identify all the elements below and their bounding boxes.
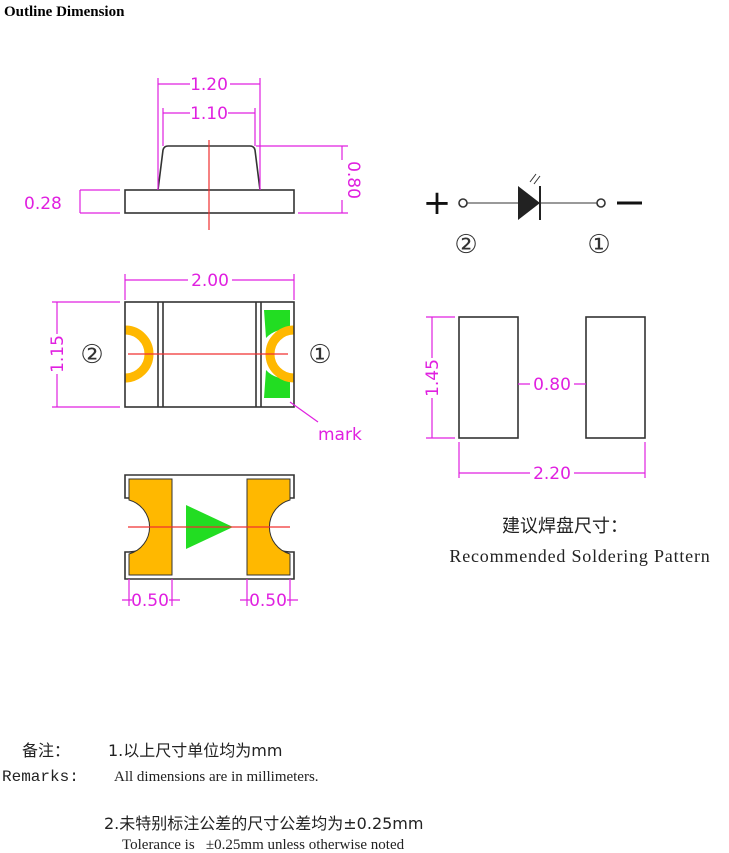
note-2-cn: 2.未特别标注公差的尺寸公差均为±0.25mm <box>104 814 423 833</box>
pin-1-label: ① <box>308 340 331 370</box>
diode-icon <box>518 186 540 220</box>
dim-2-20: 2.20 <box>533 464 571 484</box>
note-1-en: All dimensions are in millimeters. <box>114 769 319 785</box>
top-view: 2.00 1.15 ② ① mark <box>48 270 362 445</box>
soldering-pattern: 1.45 0.80 2.20 建议焊盘尺寸： Recommended Solde… <box>423 316 710 566</box>
note-2-en: Tolerance is ±0.25mm unless otherwise no… <box>122 837 405 853</box>
remarks: 备注： 1.以上尺寸单位均为mm Remarks: All dimensions… <box>2 741 423 853</box>
note-1-cn: 1.以上尺寸单位均为mm <box>108 741 282 760</box>
pattern-title-cn: 建议焊盘尺寸： <box>502 516 628 537</box>
symbol-pin-2: ② <box>454 230 477 260</box>
svg-text:−: − <box>642 189 643 191</box>
dim-1-20: 1.20 <box>190 75 228 95</box>
dim-0-80-gap: 0.80 <box>533 375 571 395</box>
page-title: Outline Dimension <box>4 4 125 20</box>
remarks-label-en: Remarks: <box>2 768 79 786</box>
symbol-pin-1: ① <box>587 230 610 260</box>
diode-symbol: + − ② ① <box>423 173 643 260</box>
dim-1-15: 1.15 <box>48 335 68 373</box>
dim-2-00: 2.00 <box>191 271 229 291</box>
side-view: 1.20 1.10 0.80 0.28 <box>24 74 363 230</box>
dim-0-50-left: 0.50 <box>131 591 169 611</box>
pattern-title-en: Recommended Soldering Pattern <box>449 546 710 566</box>
dim-0-28: 0.28 <box>24 194 62 214</box>
mark-label: mark <box>318 425 362 445</box>
dim-0-50-right: 0.50 <box>249 591 287 611</box>
pin-2-label: ② <box>80 340 103 370</box>
dim-1-45: 1.45 <box>423 359 443 397</box>
dim-1-10: 1.10 <box>190 104 228 124</box>
dim-0-80-height: 0.80 <box>343 161 363 199</box>
remarks-label-cn: 备注： <box>22 741 70 760</box>
bottom-view: 0.50 0.50 <box>122 474 298 611</box>
plus-sign: + <box>423 183 452 223</box>
